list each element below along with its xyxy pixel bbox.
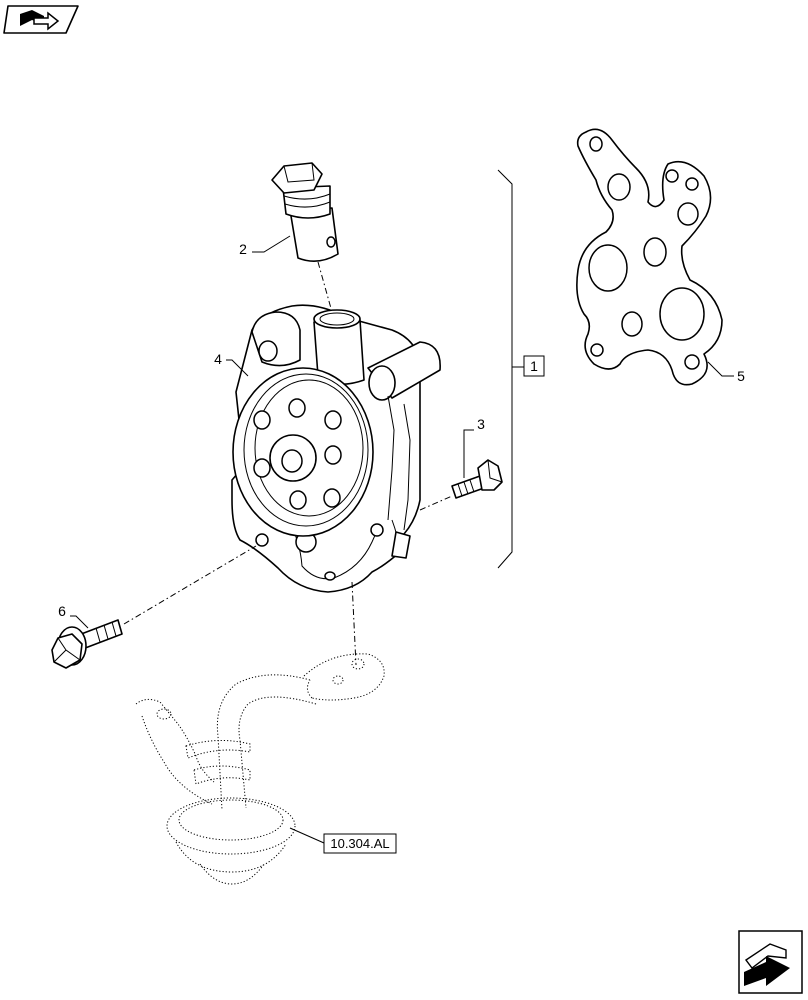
callout-1: 1 (530, 358, 538, 374)
book-arrow-icon[interactable] (3, 5, 79, 34)
reference-label[interactable]: 10.304.AL (330, 836, 389, 851)
oil-pickup-tube-reference (135, 653, 385, 885)
assembly-bracket (497, 169, 513, 569)
callout-2: 2 (239, 241, 247, 257)
axis-line-6 (123, 545, 257, 625)
callout-3: 3 (477, 416, 485, 432)
pump-housing-part (231, 304, 441, 593)
leader-4 (226, 359, 249, 377)
axis-line-housing-tube (351, 581, 357, 666)
flange-bolt-part (51, 619, 123, 669)
leader-2 (252, 235, 291, 253)
axis-line-3 (419, 495, 453, 511)
reference-leader (289, 827, 325, 844)
axis-line-2 (317, 261, 333, 313)
next-page-arrow-icon[interactable] (738, 930, 803, 994)
gasket-part (576, 128, 723, 386)
callout-6: 6 (58, 603, 66, 619)
callout-5: 5 (737, 368, 745, 384)
callout-4: 4 (214, 351, 222, 367)
small-bolt-part (451, 459, 503, 499)
plug-fitting-part (271, 162, 339, 262)
leader-5 (707, 361, 734, 377)
callout-box-1 (523, 355, 545, 377)
reference-box[interactable] (323, 833, 397, 854)
leader-3 (463, 429, 474, 478)
leader-6 (70, 615, 89, 629)
